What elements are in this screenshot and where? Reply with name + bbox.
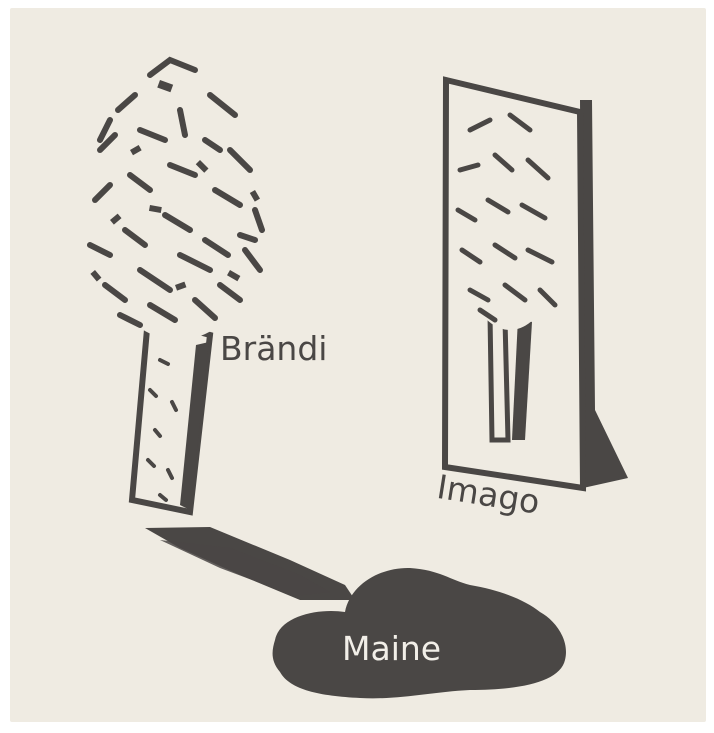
shadow-label: Maine	[342, 632, 441, 665]
framed-tree-picture-icon	[445, 80, 628, 488]
shadow-streak	[145, 527, 355, 600]
tree-crown	[83, 50, 273, 340]
tree-trunk	[132, 318, 210, 512]
tree-label: Brändi	[220, 332, 327, 365]
